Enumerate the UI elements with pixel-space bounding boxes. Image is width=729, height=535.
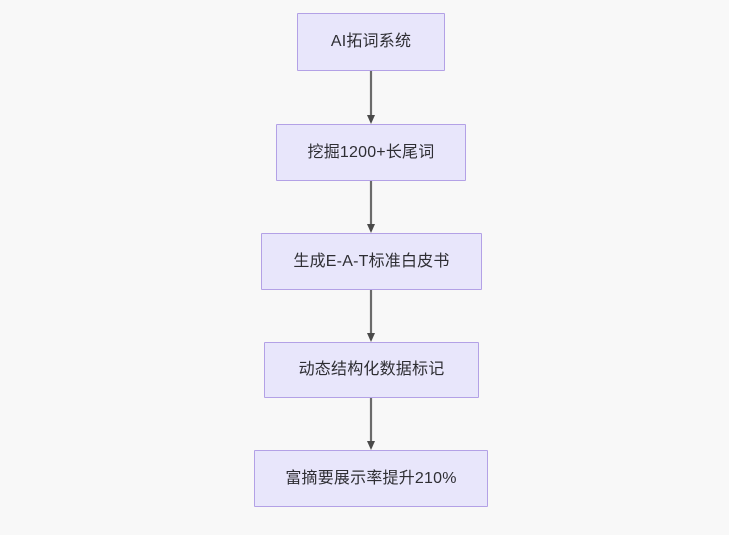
flow-node-label: 动态结构化数据标记 <box>298 361 445 379</box>
flow-node-rich-snippet-impression-lift[interactable]: 富摘要展示率提升210% <box>254 450 488 507</box>
flow-node-label: 富摘要展示率提升210% <box>285 469 457 487</box>
flow-node-ai-keyword-system[interactable]: AI拓词系统 <box>297 13 445 71</box>
flow-node-label: 生成E-A-T标准白皮书 <box>293 252 450 270</box>
flow-node-dynamic-structured-data-markup[interactable]: 动态结构化数据标记 <box>264 342 479 398</box>
flow-node-label: AI拓词系统 <box>330 33 412 51</box>
flow-node-mine-longtail-keywords[interactable]: 挖掘1200+长尾词 <box>276 124 466 181</box>
flow-node-generate-eat-whitepaper[interactable]: 生成E-A-T标准白皮书 <box>261 233 482 290</box>
flow-node-label: 挖掘1200+长尾词 <box>307 143 435 161</box>
